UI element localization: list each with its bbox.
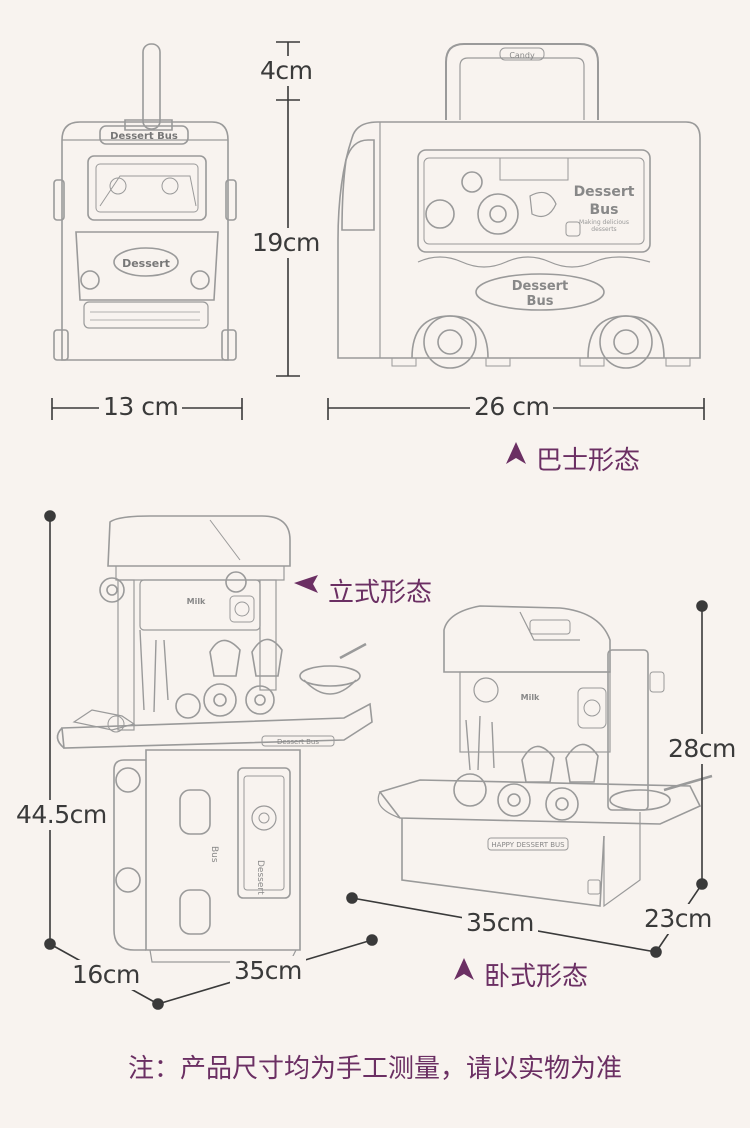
standing-panel-text-2: Bus: [209, 846, 219, 863]
lying-mode-view: Milk HAPPY DESSERT BUS: [377, 605, 713, 908]
window-title-1: Dessert: [574, 184, 635, 200]
lying-height-label: 28cm: [664, 734, 740, 764]
lying-counter-text: HAPPY DESSERT BUS: [491, 841, 565, 849]
window-subtitle-1: Making delicious: [579, 219, 629, 226]
bus-front-view: Dessert Bus Dessert: [53, 43, 237, 361]
window-subtitle-2: desserts: [591, 226, 616, 233]
standing-height-label: 44.5cm: [12, 800, 111, 830]
body-height-label: 19cm: [248, 228, 324, 258]
bus-mode-arrow-icon: [506, 442, 526, 464]
bus-front-badge: Dessert: [122, 257, 170, 270]
standing-depth-label: 16cm: [68, 960, 144, 990]
standing-width-label: 35cm: [230, 956, 306, 986]
front-width-label: 13 cm: [99, 392, 183, 422]
standing-height-dimension: [44, 510, 56, 950]
measurement-footnote: 注：产品尺寸均为手工测量，请以实物为准: [127, 1054, 622, 1084]
handle-brand: Candy: [509, 51, 535, 60]
standing-panel-text-1: Dessert: [255, 860, 265, 895]
window-title-2: Bus: [590, 202, 619, 218]
side-badge-1: Dessert: [512, 279, 569, 294]
lying-mode-arrow-icon: [454, 958, 474, 980]
bus-mode-label: 巴士形态: [536, 446, 641, 476]
bus-front-sign: Dessert Bus: [110, 131, 178, 142]
standing-counter-text: Dessert Bus: [277, 738, 319, 746]
lying-width-label: 35cm: [462, 908, 538, 938]
bus-height-dimension: [276, 41, 300, 377]
standing-mode-label: 立式形态: [328, 578, 433, 608]
side-badge-2: Bus: [527, 294, 554, 309]
handle-height-label: 4cm: [256, 56, 317, 86]
bus-side-view: Candy Dessert Bus Making delicious desse…: [337, 43, 701, 369]
lying-mode-label: 卧式形态: [484, 962, 589, 992]
lying-depth-label: 23cm: [640, 904, 716, 934]
standing-mode-view: Milk Dessert Bus: [56, 515, 373, 963]
standing-mode-arrow-icon: [294, 575, 318, 593]
side-width-label: 26 cm: [470, 392, 554, 422]
lying-milk-label: Milk: [521, 693, 540, 702]
standing-milk-label: Milk: [187, 597, 206, 606]
